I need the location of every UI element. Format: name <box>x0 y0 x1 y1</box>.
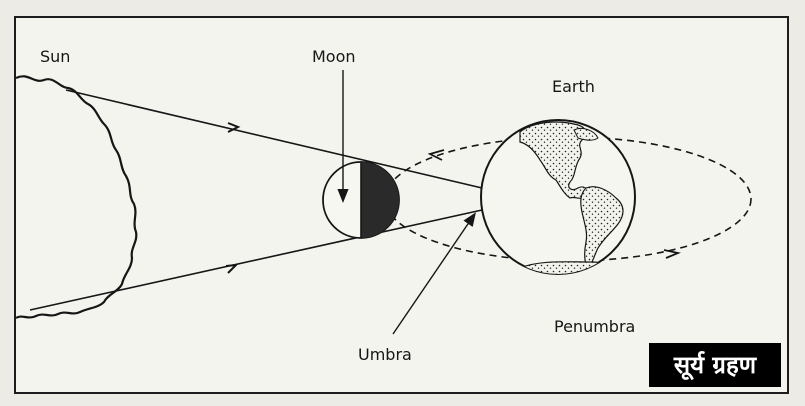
orbit-arrow-bottom <box>663 249 682 259</box>
diagram-frame <box>14 16 789 394</box>
light-rays <box>29 89 483 311</box>
lower-ray <box>29 209 483 311</box>
moon-dark-side <box>361 162 399 238</box>
earth-label: Earth <box>552 77 595 96</box>
moon-label: Moon <box>312 47 356 66</box>
continent-antarctica <box>519 261 623 274</box>
sun-icon <box>15 75 138 319</box>
arrow-icon <box>225 263 239 274</box>
earth <box>480 119 636 275</box>
orbit-arrow-top <box>427 149 445 161</box>
caption-badge: सूर्य ग्रहण <box>649 343 781 387</box>
moon <box>322 161 400 239</box>
sun-label: Sun <box>40 47 70 66</box>
upper-ray <box>65 89 483 189</box>
penumbra-label: Penumbra <box>554 317 635 336</box>
sun <box>15 75 138 319</box>
umbra-label: Umbra <box>358 345 412 364</box>
continent-arctic <box>573 127 599 141</box>
arrow-icon <box>227 122 241 133</box>
continent-south-america <box>580 186 624 272</box>
umbra-pointer <box>392 212 476 335</box>
